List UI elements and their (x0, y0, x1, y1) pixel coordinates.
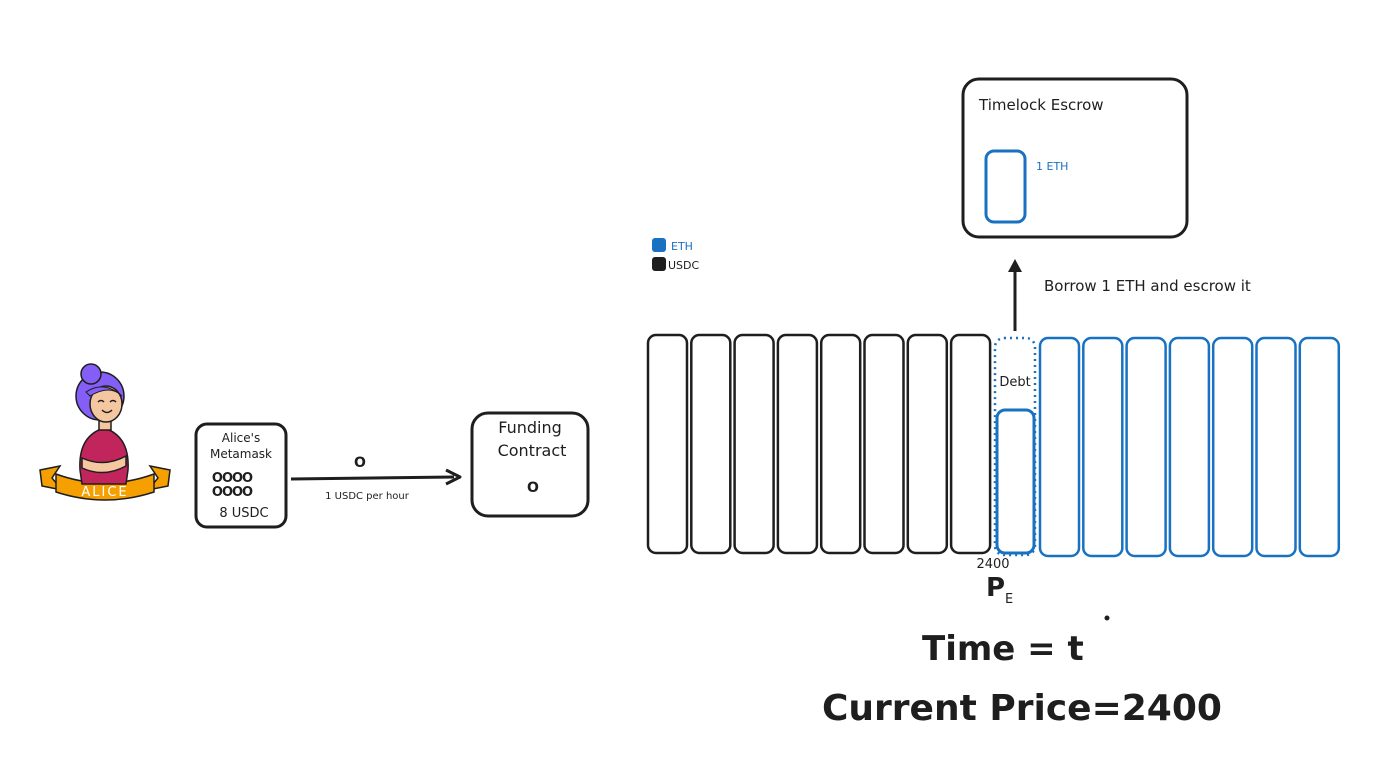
debt-slot: Debt (993, 336, 1037, 557)
legend: ETH USDC (652, 238, 700, 272)
usdc-bar (819, 333, 862, 555)
funding-title-line2: Contract (498, 441, 567, 460)
price-tick-label: 2400 (976, 557, 1009, 572)
wallet-card[interactable]: Alice's Metamask OOOO OOOO 8 USDC (194, 422, 288, 529)
alice-avatar: ALICE (39, 363, 171, 501)
funding-coin: O (527, 480, 539, 496)
usdc-bar (863, 333, 905, 555)
price-ladder (646, 333, 1341, 558)
funding-title-line1: Funding (498, 418, 562, 437)
price-subscript: E (1005, 592, 1013, 607)
usdc-bar (733, 333, 775, 555)
legend-usdc-label: USDC (668, 259, 700, 272)
usdc-bar (646, 333, 689, 555)
stream-rate-label: 1 USDC per hour (325, 491, 410, 502)
escrow-title: Timelock Escrow (978, 96, 1104, 114)
avatar-banner-text: ALICE (81, 485, 128, 500)
usdc-bar (949, 333, 992, 555)
usdc-bar (776, 333, 819, 555)
escrow-eth-slot (984, 149, 1027, 224)
eth-bar (1038, 336, 1081, 558)
funding-contract[interactable]: Funding Contract O (470, 411, 590, 518)
stream-arrow: O 1 USDC per hour (290, 455, 462, 502)
debt-eth-bar (995, 408, 1036, 555)
eth-bar (1298, 336, 1341, 558)
eth-bar (1082, 336, 1124, 558)
borrow-arrow: Borrow 1 ETH and escrow it (1008, 259, 1251, 331)
eth-bar (1125, 336, 1167, 558)
legend-usdc-swatch (652, 257, 666, 271)
price-symbol: P (986, 573, 1005, 603)
wallet-balance: 8 USDC (219, 506, 268, 521)
wallet-coin-row-2: OOOO (212, 485, 253, 500)
usdc-bar (690, 333, 732, 555)
stream-coin: O (354, 455, 366, 471)
time-dot (1104, 615, 1110, 621)
eth-bar (1255, 336, 1297, 558)
legend-eth-label: ETH (671, 240, 693, 253)
eth-bar (1211, 336, 1254, 558)
price-label: Current Price=2400 (822, 688, 1222, 729)
legend-eth-swatch (652, 238, 666, 252)
wallet-title-line2: Metamask (210, 447, 272, 461)
timelock-escrow[interactable]: Timelock Escrow 1 ETH (961, 77, 1189, 239)
debt-label: Debt (999, 375, 1030, 390)
eth-bar (1168, 336, 1211, 558)
borrow-label: Borrow 1 ETH and escrow it (1044, 277, 1251, 295)
time-label: Time = t (922, 629, 1084, 669)
wallet-coin-row-1: OOOO (212, 471, 253, 486)
usdc-bar (906, 333, 949, 555)
wallet-title-line1: Alice's (222, 431, 260, 445)
escrow-item-label: 1 ETH (1036, 160, 1068, 173)
